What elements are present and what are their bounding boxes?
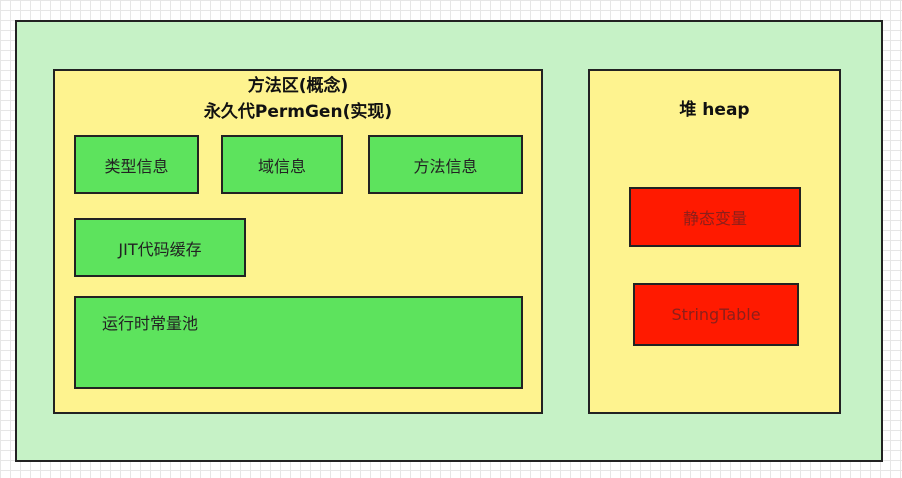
field-info-box: 域信息 bbox=[221, 135, 343, 194]
field-info-label: 域信息 bbox=[257, 156, 306, 176]
jit-cache-label: JIT代码缓存 bbox=[118, 239, 202, 259]
static-variables-box: 静态变量 bbox=[629, 187, 801, 247]
runtime-constant-pool-box: 运行时常量池 bbox=[74, 296, 523, 389]
type-info-box: 类型信息 bbox=[74, 135, 199, 194]
permgen-title: 永久代PermGen(实现) bbox=[203, 102, 393, 122]
jit-cache-box: JIT代码缓存 bbox=[74, 218, 246, 277]
type-info-label: 类型信息 bbox=[104, 156, 169, 176]
method-info-label: 方法信息 bbox=[413, 156, 478, 176]
heap-title: 堆 heap bbox=[679, 100, 750, 120]
static-variables-label: 静态变量 bbox=[682, 209, 747, 228]
string-table-box: StringTable bbox=[633, 283, 799, 346]
method-area-title: 方法区(概念) bbox=[247, 76, 349, 96]
runtime-constant-pool-label: 运行时常量池 bbox=[102, 314, 199, 333]
string-table-label: StringTable bbox=[671, 305, 761, 324]
method-info-box: 方法信息 bbox=[368, 135, 523, 194]
